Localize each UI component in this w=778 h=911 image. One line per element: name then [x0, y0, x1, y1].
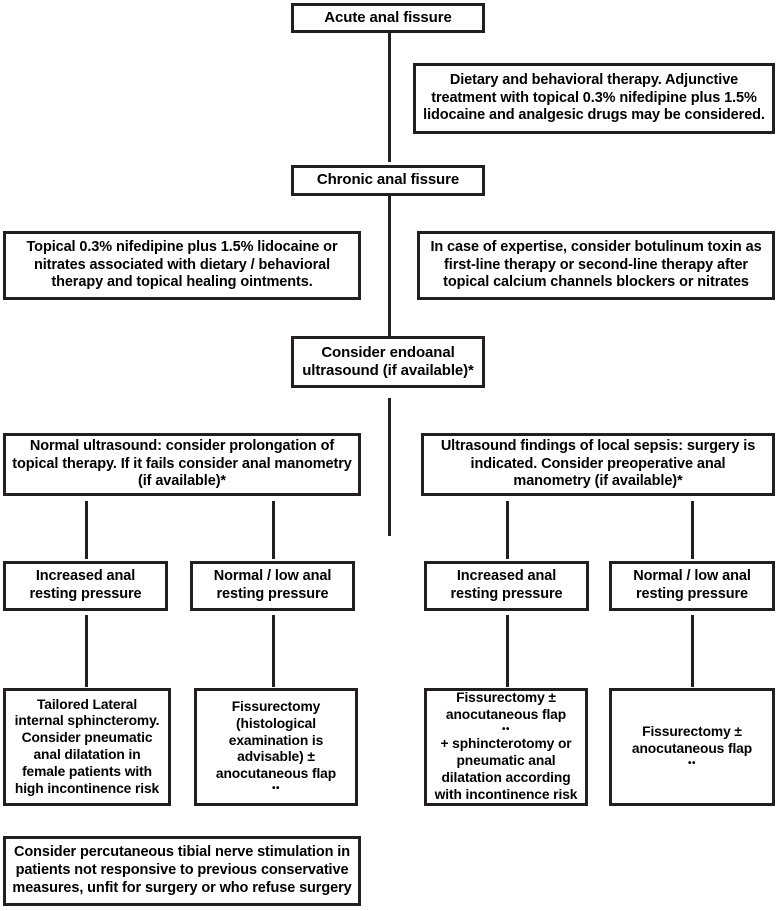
node-fissurectomy-sphincterotomy: Fissurectomy ± anocutaneous flap••+ sphi…: [424, 688, 588, 806]
node-tailored-lateral-internal-sphincterotomy: Tailored Lateral internal sphincteromy. …: [3, 688, 171, 806]
node-fissurectomy-sphincterotomy-label: Fissurectomy ± anocutaneous flap••+ sphi…: [433, 690, 579, 803]
node-botulinum-toxin-label: In case of expertise, consider botulinum…: [430, 238, 762, 291]
node-chronic-anal-fissure-label: Chronic anal fissure: [316, 171, 460, 189]
connector-increased-pressure-to-lis: [85, 615, 88, 687]
node-fissurectomy-anocutaneous-flap: Fissurectomy ± anocutaneous flap••: [609, 688, 775, 806]
node-fissurectomy-histological: Fissurectomy (histological examination i…: [194, 688, 358, 806]
node-botulinum-toxin: In case of expertise, consider botulinum…: [417, 231, 775, 300]
node-acute-anal-fissure: Acute anal fissure: [291, 3, 485, 33]
node-percutaneous-tibial-nerve-stimulation-label: Consider percutaneous tibial nerve stimu…: [12, 844, 352, 896]
connector-sepsis-us-to-increased-pressure: [506, 501, 509, 559]
node-increased-anal-resting-pressure-left-label: Increased anal resting pressure: [29, 568, 142, 602]
node-chronic-anal-fissure: Chronic anal fissure: [291, 165, 485, 196]
connector-increased-pressure-to-fissurectomy-sphincterotomy: [506, 615, 509, 687]
node-fissurectomy-sphincterotomy-text-a: Fissurectomy ± anocutaneous flap: [445, 690, 567, 723]
node-increased-anal-resting-pressure-right-label: Increased anal resting pressure: [450, 568, 563, 602]
footnote-marker-double-bullet: ••: [272, 783, 280, 795]
node-fissurectomy-sphincterotomy-text-b: + sphincterotomy or pneumatic anal dilat…: [434, 736, 578, 802]
node-normal-low-anal-resting-pressure-left: Normal / low anal resting pressure: [190, 561, 355, 611]
node-normal-ultrasound-label: Normal ultrasound: consider prolongation…: [12, 437, 352, 490]
node-ultrasound-local-sepsis: Ultrasound findings of local sepsis: sur…: [421, 433, 775, 496]
footnote-marker-double-bullet: ••: [688, 757, 696, 769]
node-percutaneous-tibial-nerve-stimulation: Consider percutaneous tibial nerve stimu…: [3, 836, 361, 906]
connector-normal-pressure-to-fissurectomy: [272, 615, 275, 687]
connector-normal-us-to-increased-pressure: [85, 501, 88, 559]
node-chronic-topical-therapy: Topical 0.3% nifedipine plus 1.5% lidoca…: [3, 231, 361, 300]
connector-ultrasound-to-findings: [388, 398, 391, 536]
node-normal-low-anal-resting-pressure-right: Normal / low anal resting pressure: [609, 561, 775, 611]
node-fissurectomy-anocutaneous-flap-text: Fissurectomy ± anocutaneous flap: [631, 724, 753, 756]
connector-normal-us-to-normal-pressure: [272, 501, 275, 559]
node-ultrasound-local-sepsis-label: Ultrasound findings of local sepsis: sur…: [440, 437, 756, 490]
node-acute-anal-fissure-label: Acute anal fissure: [324, 8, 452, 26]
node-increased-anal-resting-pressure-left: Increased anal resting pressure: [3, 561, 168, 611]
node-chronic-topical-therapy-label: Topical 0.3% nifedipine plus 1.5% lidoca…: [26, 238, 338, 291]
connector-acute-to-chronic: [388, 32, 391, 162]
connector-chronic-to-ultrasound: [388, 196, 391, 336]
node-endoanal-ultrasound-label: Consider endoanal ultrasound (if availab…: [302, 343, 474, 379]
node-fissurectomy-anocutaneous-flap-label: Fissurectomy ± anocutaneous flap••: [618, 724, 766, 770]
node-normal-low-anal-resting-pressure-left-label: Normal / low anal resting pressure: [213, 568, 332, 602]
node-tailored-lateral-internal-sphincterotomy-label: Tailored Lateral internal sphincteromy. …: [14, 696, 160, 796]
node-acute-therapy: Dietary and behavioral therapy. Adjuncti…: [413, 63, 775, 134]
node-normal-low-anal-resting-pressure-right-label: Normal / low anal resting pressure: [633, 568, 751, 602]
node-fissurectomy-histological-text: Fissurectomy (histological examination i…: [215, 698, 337, 782]
connector-sepsis-us-to-normal-pressure: [691, 501, 694, 559]
node-increased-anal-resting-pressure-right: Increased anal resting pressure: [424, 561, 589, 611]
node-normal-ultrasound: Normal ultrasound: consider prolongation…: [3, 433, 361, 496]
node-acute-therapy-label: Dietary and behavioral therapy. Adjuncti…: [423, 71, 765, 124]
node-fissurectomy-histological-label: Fissurectomy (histological examination i…: [203, 699, 349, 795]
connector-normal-pressure-to-fissurectomy-flap: [691, 615, 694, 687]
footnote-marker-double-bullet: ••: [502, 724, 510, 736]
node-endoanal-ultrasound: Consider endoanal ultrasound (if availab…: [291, 336, 485, 388]
